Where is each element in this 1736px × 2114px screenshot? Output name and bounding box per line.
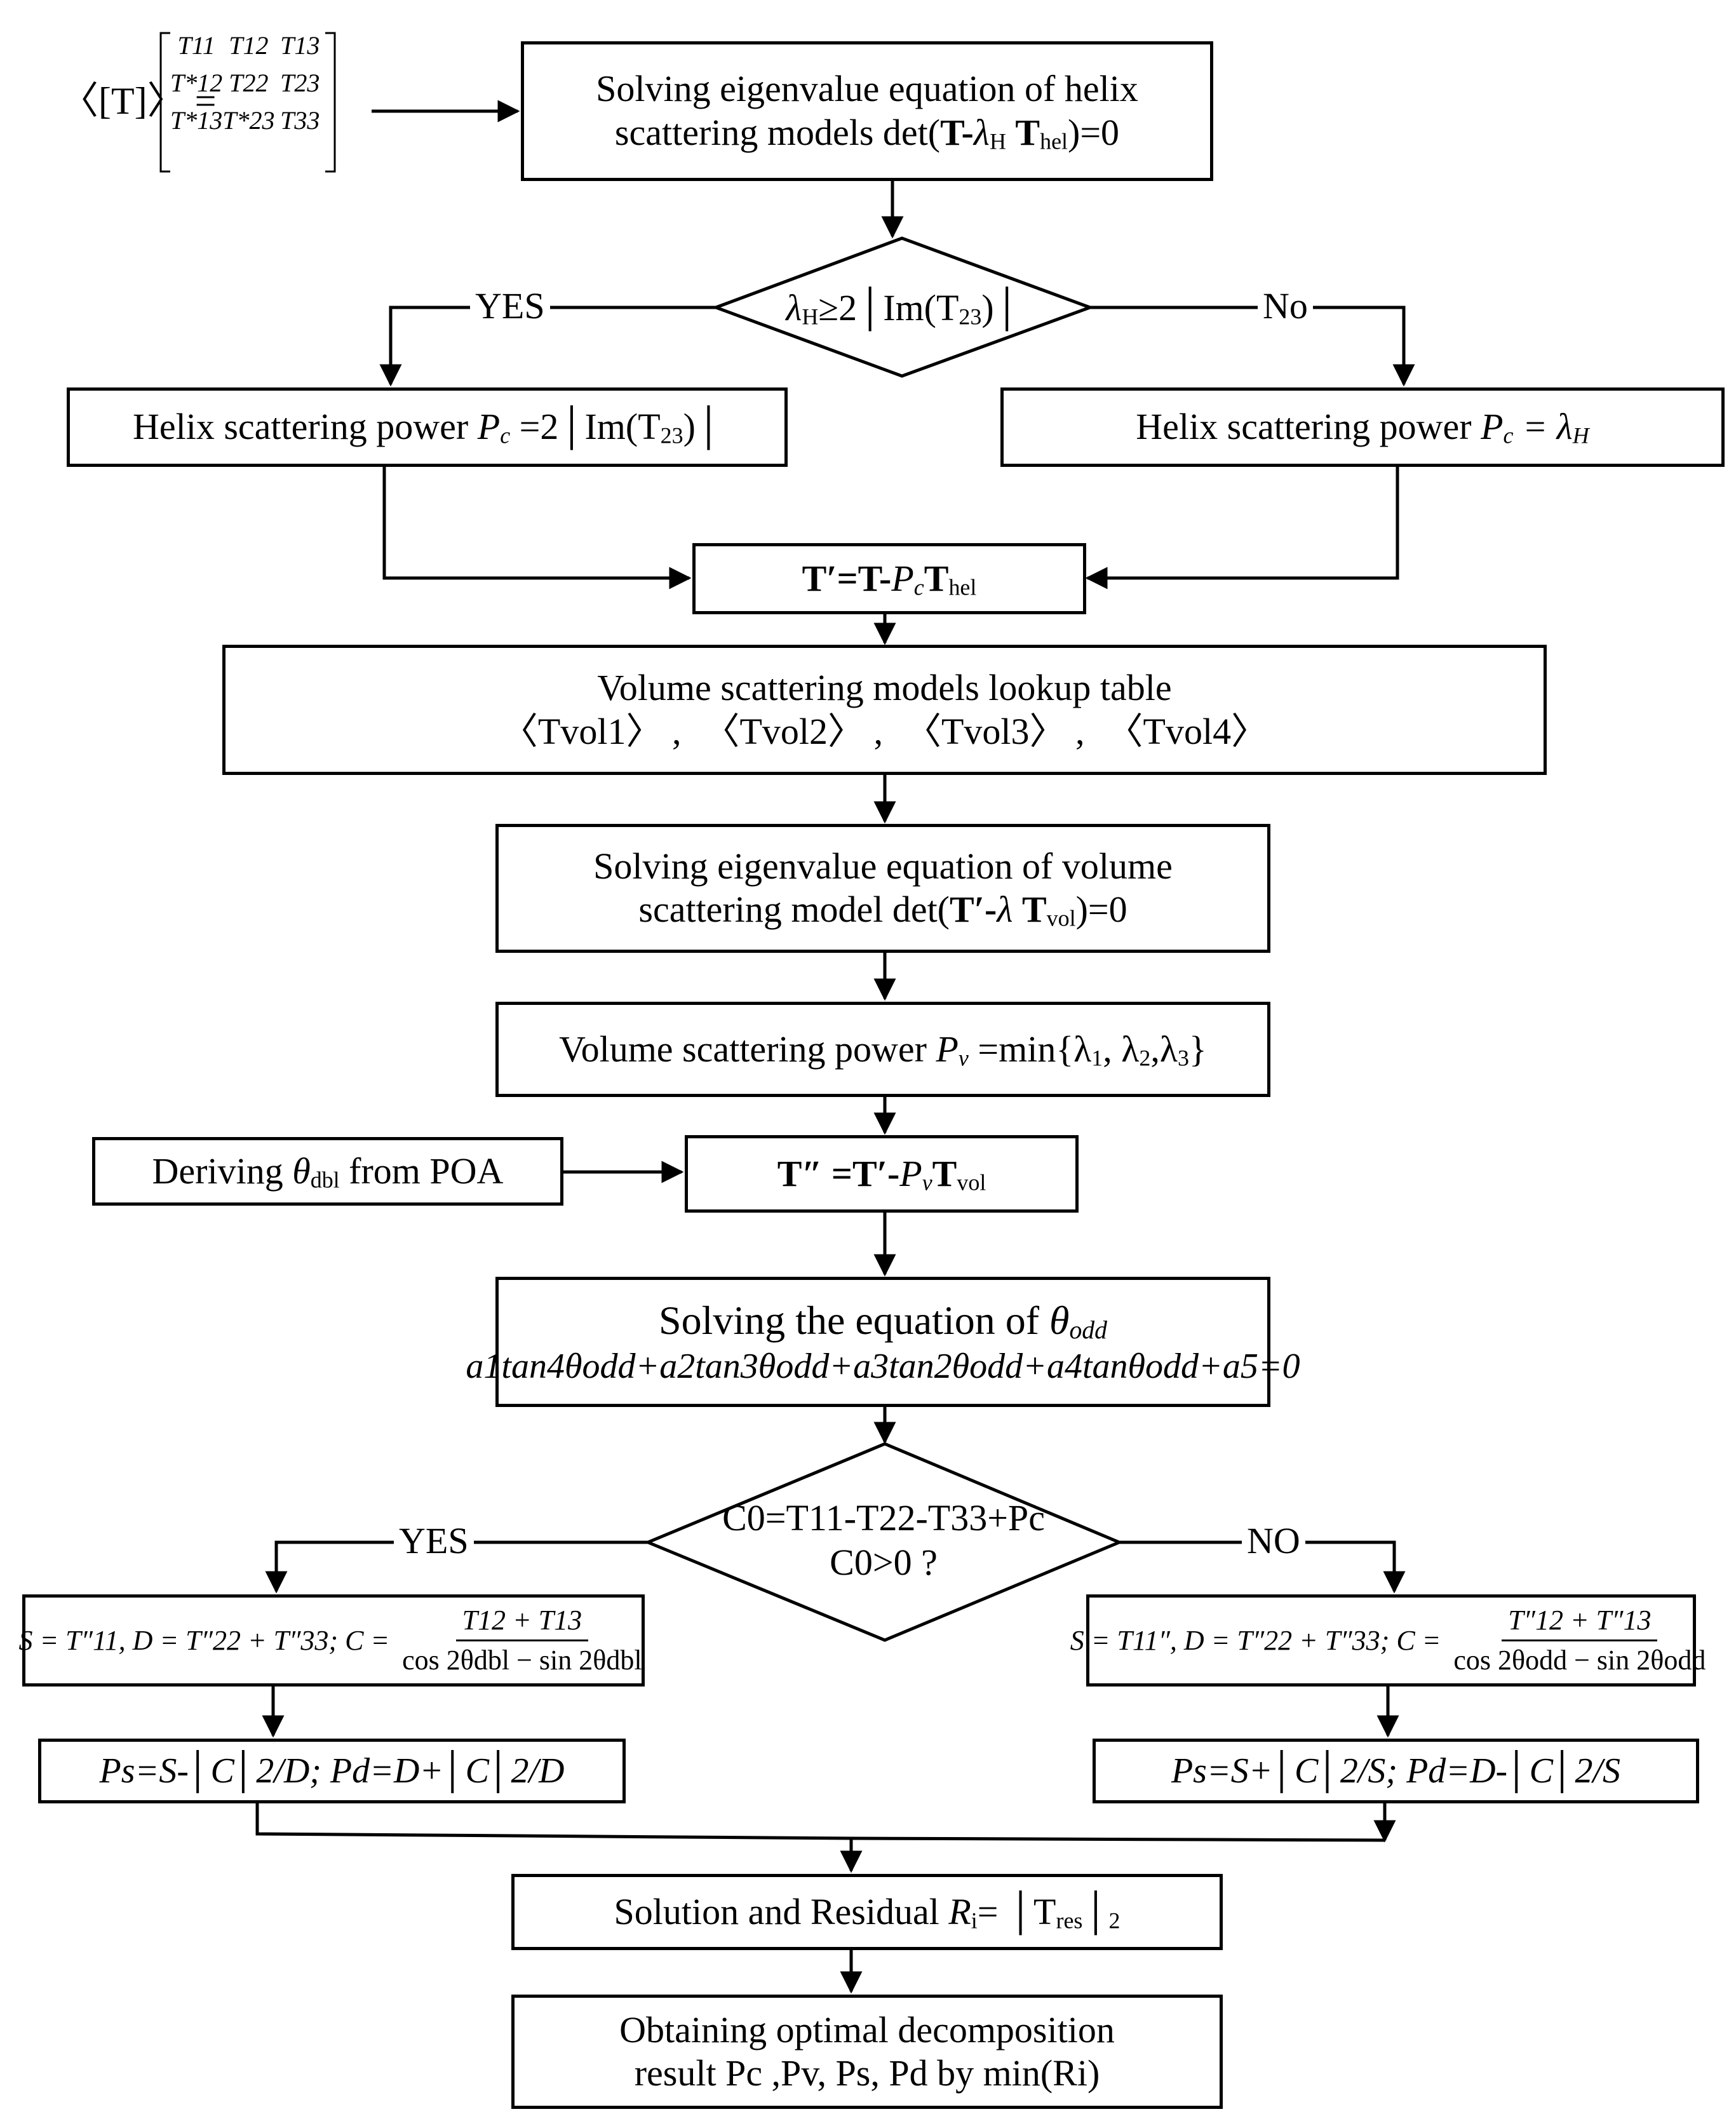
t-double-prime-box: T″ =T′-PvTvol bbox=[685, 1135, 1079, 1213]
matrix-left-bracket bbox=[159, 32, 170, 173]
label-yes-1: YES bbox=[470, 285, 550, 327]
matrix-cell: T11 bbox=[177, 31, 215, 60]
coherency-matrix: 〈[T]〉 = bbox=[60, 70, 216, 125]
lookup-item: 〈Tvol4〉 bbox=[1106, 710, 1268, 752]
odd-equation-polynomial: a1tan4θodd+a2tan3θodd+a3tan2θodd+a4tanθo… bbox=[466, 1346, 1300, 1386]
matrix-right-bracket bbox=[325, 32, 336, 173]
decision2-diamond bbox=[643, 1442, 1124, 1642]
volume-eigen-box: Solving eigenvalue equation of volume sc… bbox=[495, 824, 1270, 953]
t-prime-box: T′=T-PcThel bbox=[692, 543, 1086, 614]
label-no-2: NO bbox=[1242, 1519, 1305, 1562]
arrow-decision2-yes bbox=[265, 1540, 648, 1594]
ps-pd-right-box: Ps=S+│C│2/S; Pd=D-│C│2/S bbox=[1093, 1739, 1699, 1803]
lookup-item: 〈Tvol2〉 , bbox=[703, 710, 883, 752]
volume-power-box: Volume scattering power Pv =min{λ1, λ2,λ… bbox=[495, 1002, 1270, 1097]
matrix-cell: T*23 bbox=[222, 106, 275, 135]
label-no-1: No bbox=[1258, 285, 1313, 327]
helix-eigen-line1: Solving eigenvalue equation of helix bbox=[596, 68, 1138, 110]
final-result-box: Obtaining optimal decomposition result P… bbox=[511, 1995, 1223, 2109]
lookup-item: 〈Tvol1〉 , bbox=[501, 710, 682, 752]
residual-box: Solution and Residual Ri= │Tres│2 bbox=[511, 1874, 1223, 1950]
matrix-cell: T12 bbox=[229, 31, 269, 60]
arrow-decision1-no bbox=[1090, 306, 1415, 387]
decision1-diamond bbox=[711, 236, 1095, 378]
odd-equation-box: Solving the equation of θodd a1tan4θodd+… bbox=[466, 1277, 1300, 1407]
helix-power-left-box: Helix scattering power Pc =2│Im(T23)│ bbox=[67, 387, 788, 467]
matrix-cell: T22 bbox=[229, 69, 269, 97]
lookup-item: 〈Tvol3〉 , bbox=[905, 710, 1085, 752]
sdc-equation-right-box: S = T11″, D = T″22 + T″33; C = T″12 + T″… bbox=[1070, 1594, 1706, 1686]
decision1-text: λH≥2│Im(T23)│ bbox=[786, 287, 1020, 330]
matrix-cell: T33 bbox=[280, 106, 320, 135]
lookup-items: 〈Tvol1〉 , 〈Tvol2〉 , 〈Tvol3〉 , 〈Tvol4〉 bbox=[501, 710, 1268, 753]
arrow-psleft-merge bbox=[255, 1802, 852, 1840]
arrow-helixleft-to-tprime bbox=[382, 467, 692, 589]
matrix-lhs: 〈[T]〉 = bbox=[60, 80, 217, 122]
matrix-cells: T11 T12 T13 T*12 T22 T23 T*13 T*23 T33 bbox=[170, 30, 325, 135]
sdc-equation-left-box: S = T″11, D = T″22 + T″33; C = T12 + T13… bbox=[18, 1594, 645, 1686]
matrix-cell: T23 bbox=[280, 69, 320, 97]
helix-power-right-box: Helix scattering power Pc = λH bbox=[1000, 387, 1725, 467]
matrix-cell: T13 bbox=[280, 31, 320, 60]
matrix-cell: T*13 bbox=[170, 106, 223, 135]
helix-eigen-box: Solving eigenvalue equation of helix sca… bbox=[521, 41, 1213, 181]
arrow-decision1-yes bbox=[379, 306, 716, 387]
arrow-decision2-no bbox=[1119, 1540, 1406, 1594]
deriving-theta-box: Deriving θdbl from POA bbox=[92, 1137, 563, 1206]
arrow-helixright-to-tprime bbox=[1085, 467, 1399, 589]
ps-pd-left-box: Ps=S-│C│2/D; Pd=D+│C│2/D bbox=[38, 1739, 626, 1803]
merge-line-right bbox=[851, 1836, 1385, 1842]
helix-eigen-line2: scattering models det(T-λH Thel)=0 bbox=[614, 111, 1120, 154]
lookup-title: Volume scattering models lookup table bbox=[597, 667, 1172, 709]
volume-lookup-box: Volume scattering models lookup table 〈T… bbox=[222, 645, 1547, 775]
matrix-cell: T*12 bbox=[170, 69, 223, 97]
decision2-text: C0=T11-T22-T33+Pc C0>0 ? bbox=[722, 1497, 1045, 1583]
label-yes-2: YES bbox=[394, 1519, 474, 1562]
